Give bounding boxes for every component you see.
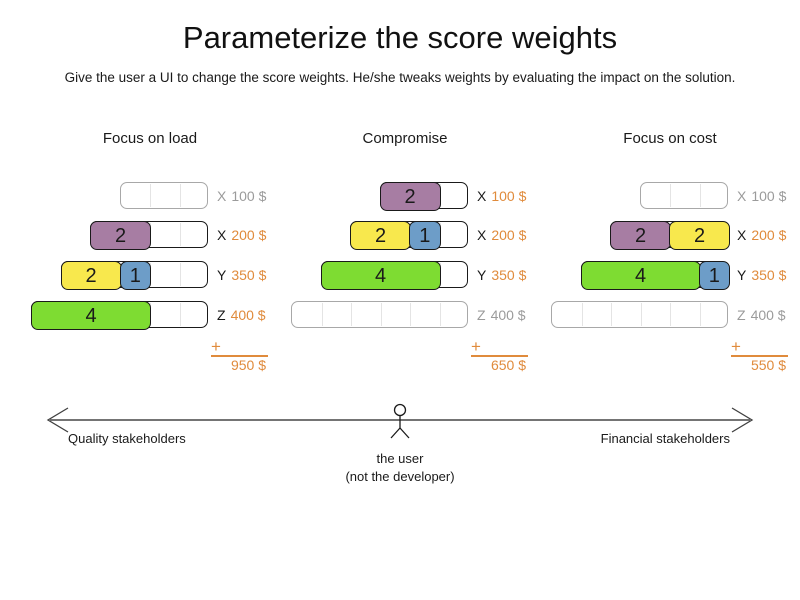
cell-divider (611, 303, 612, 326)
row-letter: Y (737, 266, 747, 283)
weight-row (291, 301, 468, 328)
row-letter: X (217, 187, 227, 204)
cell-divider (179, 303, 181, 326)
weight-block: 4 (580, 261, 701, 290)
cell-divider (179, 223, 181, 246)
weight-block: 1 (119, 261, 151, 290)
cell-divider (581, 303, 583, 326)
total-value: 550 $ (750, 357, 786, 373)
weight-row (119, 182, 208, 209)
row-letter: Z (737, 306, 746, 323)
total-value: 650 $ (490, 357, 526, 373)
weight-block: 2 (60, 261, 122, 290)
weight-block: 2 (379, 182, 441, 211)
plus-sign: + (731, 337, 741, 356)
weight-block: 2 (90, 221, 151, 250)
row-letter: Z (217, 306, 226, 323)
right-arrowhead-icon (731, 407, 754, 433)
row-letter: X (737, 226, 747, 243)
axis-label-quality: Quality stakeholders (68, 431, 186, 446)
cell-divider (640, 303, 642, 326)
row-value: 400 $ (750, 306, 786, 323)
row-letter: Y (477, 266, 487, 283)
row-value: 200 $ (491, 226, 527, 243)
weight-row: 4 (31, 301, 208, 330)
page-title: Parameterize the score weights (182, 20, 618, 55)
weight-block: 4 (31, 301, 151, 330)
row-value: 100 $ (231, 187, 267, 204)
row-value: 400 $ (230, 306, 266, 323)
left-arrowhead-icon (46, 407, 69, 433)
sum-line (471, 355, 528, 357)
weight-block: 2 (350, 221, 411, 250)
page-subtitle: Give the user a UI to change the score w… (64, 70, 736, 85)
row-letter: X (477, 187, 487, 204)
row-value: 350 $ (751, 266, 787, 283)
row-value: 350 $ (231, 266, 267, 283)
row-letter: X (737, 187, 747, 204)
row-letter: X (217, 226, 227, 243)
weight-row: 2 (90, 221, 208, 250)
weight-block: 1 (409, 221, 441, 250)
user-stick-figure-icon (390, 403, 410, 439)
sum-line (211, 355, 268, 357)
cell-divider (179, 263, 181, 286)
weight-row: 2 (379, 182, 468, 211)
plus-sign: + (211, 337, 221, 356)
panel-title: Focus on cost (623, 130, 717, 147)
row-value: 100 $ (751, 187, 787, 204)
weight-block: 2 (669, 221, 730, 250)
cell-divider (321, 303, 323, 326)
cell-divider (380, 303, 382, 326)
cell-divider (150, 184, 151, 207)
cell-divider (670, 184, 671, 207)
weight-block: 1 (698, 261, 730, 290)
row-letter: Z (477, 306, 486, 323)
weight-row (639, 182, 728, 209)
row-letter: Y (217, 266, 227, 283)
panel-title: Compromise (362, 130, 448, 147)
row-letter: X (477, 226, 487, 243)
cell-divider (439, 303, 441, 326)
weight-block: 4 (320, 261, 441, 290)
cell-divider (699, 303, 701, 326)
row-value: 200 $ (231, 226, 267, 243)
stakeholder-axis (46, 403, 754, 439)
weight-block: 2 (610, 221, 671, 250)
plus-sign: + (471, 337, 481, 356)
cell-divider (410, 303, 411, 326)
panel-title: Focus on load (102, 130, 198, 147)
row-value: 200 $ (751, 226, 787, 243)
weight-row (551, 301, 728, 328)
row-value: 350 $ (491, 266, 527, 283)
cell-divider (351, 303, 352, 326)
axis-label-financial: Financial stakeholders (600, 431, 730, 446)
user-label-line2: (not the developer) (345, 469, 455, 484)
row-value: 100 $ (491, 187, 527, 204)
weight-row: 4 (320, 261, 468, 290)
cell-divider (699, 184, 701, 207)
user-label-line1: the user (376, 451, 424, 466)
total-value: 950 $ (230, 357, 266, 373)
cell-divider (670, 303, 671, 326)
row-value: 400 $ (490, 306, 526, 323)
sum-line (731, 355, 788, 357)
cell-divider (179, 184, 181, 207)
